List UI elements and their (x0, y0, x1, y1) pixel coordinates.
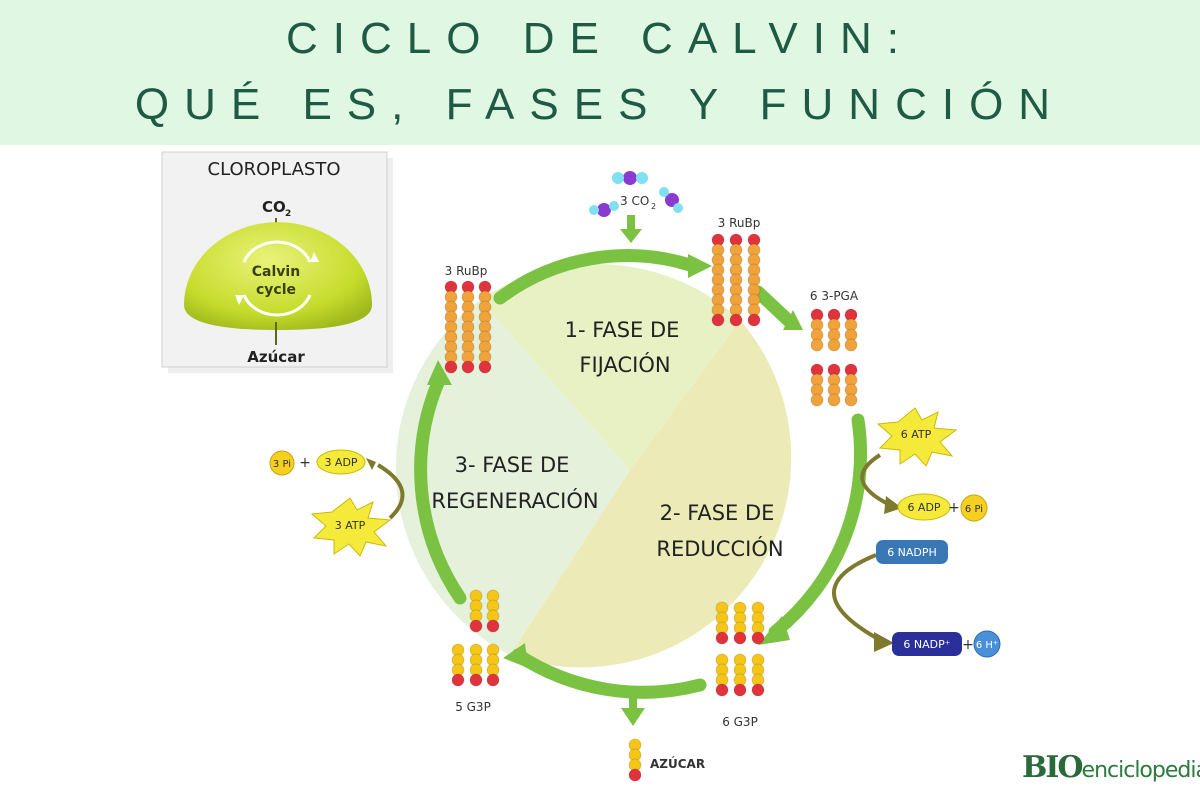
rubp-bead (729, 313, 743, 327)
ring-arrowheads (427, 254, 803, 668)
sugar-output: AZÚCAR (621, 692, 705, 771)
co2-input: 3 CO 2 (589, 171, 683, 243)
phase-regeneration-line-1: 3- FASE DE (455, 453, 570, 477)
plus-sign: + (299, 455, 311, 471)
adp-oval (897, 493, 951, 521)
co2-input-label: 3 CO (620, 194, 649, 208)
chloroplast-co2-subscript: 2 (285, 209, 291, 219)
chloroplast-output-label: Azúcar (247, 348, 305, 366)
chloroplast-heading: CLOROPLASTO (208, 159, 341, 180)
fixation-sector (480, 264, 740, 470)
h-circle (973, 630, 1001, 658)
nadph-group: 6 NADPH 6 NADP⁺ + 6 H⁺ (832, 540, 1001, 658)
rubp-bead (461, 360, 475, 374)
g3p-bottom-label: 6 G3P (722, 715, 758, 729)
chloroplast-center-line-1: Calvin (252, 264, 300, 280)
adp-out-label: 6 ADP (907, 501, 940, 514)
rubp-bead (478, 360, 492, 374)
chloroplast-shape (184, 222, 372, 330)
rubp-top-label: 3 RuBp (718, 216, 761, 230)
phase-regeneration-line-2: REGENERACIÓN (431, 488, 598, 513)
cycle-sectors (395, 264, 792, 668)
co2-input-arrow (620, 229, 642, 243)
adp-regen-label: 3 ADP (324, 456, 357, 469)
g3p-bead (469, 619, 483, 633)
pga-bead (827, 338, 841, 352)
nadp-out-label: 6 NADP⁺ (903, 638, 950, 651)
g3p-bead (486, 673, 500, 687)
mini-cycle-arrow-top (242, 240, 312, 263)
page-title-line-2: QUÉ ES, FASES Y FUNCIÓN (134, 80, 1066, 129)
logo-rest: enciclopedia (1081, 758, 1200, 783)
adp-regen-oval (316, 449, 366, 475)
g3p-bead (751, 683, 765, 697)
ring-arrow-right (768, 413, 868, 639)
pga-bead (827, 393, 841, 407)
co2-molecule-carbon (623, 171, 637, 185)
ring-arrow-rubp-pga (751, 285, 797, 329)
pi-regen-circle (269, 450, 295, 476)
phase-fixation-line-1: 1- FASE DE (565, 318, 680, 342)
cycle-ring (414, 249, 868, 699)
title-banner (0, 0, 1200, 145)
pi-regen-label: 3 Pi (273, 459, 291, 470)
sugar-bead (628, 768, 642, 782)
co2-molecule-carbon (665, 193, 679, 207)
phase-reduction-line-1: 2- FASE DE (660, 501, 775, 525)
page-title-line-1: CICLO DE CALVIN: (286, 14, 914, 63)
ring-arrow-top (493, 249, 697, 305)
g3p-bead (486, 619, 500, 633)
phase-fixation-line-2: FIJACIÓN (579, 352, 670, 377)
g3p-bead (733, 631, 747, 645)
molecule-stacks (444, 233, 858, 782)
g3p-left-label: 5 G3P (455, 700, 491, 714)
sugar-output-arrow (621, 708, 645, 726)
regeneration-sector (395, 300, 630, 655)
g3p-bead (733, 683, 747, 697)
g3p-bead (451, 673, 465, 687)
g3p-bead (715, 683, 729, 697)
g3p-bead (715, 631, 729, 645)
phase-reduction-line-2: REDUCCIÓN (656, 536, 783, 561)
pga-bead (844, 338, 858, 352)
chloroplast-panel: CLOROPLASTO CO 2 Calvin cycle Azúcar (161, 151, 393, 373)
pga-bead (810, 338, 824, 352)
pga-bead (844, 393, 858, 407)
pga-label: 6 3-PGA (810, 289, 859, 303)
rubp-bead (711, 313, 725, 327)
co2-input-subscript: 2 (651, 202, 656, 211)
pi-circle (960, 494, 988, 522)
h-out-label: 6 H⁺ (976, 640, 998, 651)
atp-in-label: 6 ATP (901, 428, 932, 441)
co2-molecule-carbon (597, 203, 611, 217)
ring-arrow-left (414, 371, 467, 605)
rubp-left-label: 3 RuBp (445, 264, 488, 278)
atp-regen-burst (310, 497, 392, 557)
pga-bead (810, 393, 824, 407)
sugar-output-label: AZÚCAR (650, 756, 705, 771)
nadph-in-label: 6 NADPH (887, 546, 937, 559)
rubp-bead (444, 360, 458, 374)
atp-regeneration-group: 3 Pi + 3 ADP 3 ATP (269, 449, 405, 557)
plus-sign: + (962, 637, 974, 653)
rubp-bead (747, 313, 761, 327)
mini-cycle-arrow-bottom (242, 294, 312, 317)
chloroplast-co2-label: CO (262, 198, 286, 216)
reduction-sector (510, 320, 792, 668)
chloroplast-center-line-2: cycle (256, 282, 296, 298)
atp-burst (876, 407, 958, 467)
pi-out-label: 6 Pi (965, 504, 983, 515)
plus-sign: + (948, 500, 960, 516)
atp-regen-label: 3 ATP (335, 519, 366, 532)
nadp-box (892, 632, 962, 656)
phase-labels: 1- FASE DE FIJACIÓN 2- FASE DE REDUCCIÓN… (431, 318, 783, 561)
logo-bio: BIO (1022, 750, 1084, 785)
bioenciclopedia-logo[interactable]: BIOenciclopedia (1022, 750, 1200, 790)
ring-arrow-bottom (511, 648, 707, 699)
nadph-box (876, 540, 948, 564)
g3p-bead (469, 673, 483, 687)
atp-reduction-group: 6 ATP 6 ADP + 6 Pi (860, 407, 988, 522)
g3p-bead (751, 631, 765, 645)
